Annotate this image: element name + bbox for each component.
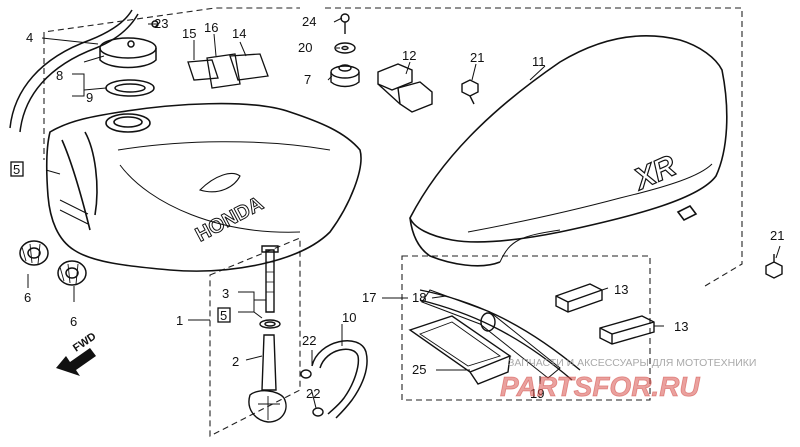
ref-label-10: 10 [342,310,356,325]
ref-label-4: 4 [26,30,33,45]
ref-label-2: 2 [232,354,239,369]
ref-label-21b: 21 [770,228,784,243]
ref-label-1: 1 [176,313,183,328]
ref-label-18: 18 [412,290,426,305]
seat-logo: XR [628,149,682,197]
cushion-13-lower [599,315,655,345]
ref-box-5-valve: 5 [217,307,231,323]
watermark-tagline: ЗАПЧАСТИ И АКСЕССУАРЫ ДЛЯ МОТОТЕХНИКИ [508,357,756,369]
ref-label-6b: 6 [70,314,77,329]
ref-label-21a: 21 [470,50,484,65]
hose-clip-upper [300,369,312,379]
seat-band [408,289,581,385]
ref-label-14: 14 [232,26,246,41]
bolt-21-top [461,79,479,105]
bolt-24 [340,13,350,34]
ref-label-15: 15 [182,26,196,41]
ref-label-7: 7 [304,72,311,87]
leader-lines [27,17,781,409]
ref-label-9: 9 [86,90,93,105]
reference-labels: 1 2 3 4 5 5 6 6 7 8 9 10 11 12 13 13 14 … [10,14,784,401]
ref-label-13a: 13 [614,282,628,297]
rubber-mount-left [19,240,49,266]
fwd-arrow: FWD [56,331,98,376]
ref-label-24: 24 [302,14,316,29]
grommet-7 [330,64,360,88]
fuel-tank [45,102,362,272]
decal-strips [187,53,269,89]
ref-label-3: 3 [222,286,229,301]
fuel-cap [99,37,157,97]
ref-label-23: 23 [154,16,168,31]
seat-group-frame [325,7,743,287]
ref-label-22a: 22 [302,333,316,348]
ref-label-6a: 6 [24,290,31,305]
ref-label-5a: 5 [13,162,20,177]
bracket-12 [377,63,433,113]
bolt-21-right [765,254,783,279]
ref-label-5b: 5 [220,308,227,323]
cushion-13-upper [555,283,603,313]
ref-label-19: 19 [530,386,544,401]
ref-label-11: 11 [532,54,546,69]
ref-label-22b: 22 [306,386,320,401]
ref-label-20: 20 [298,40,312,55]
seat [409,35,728,267]
fuel-hose [311,340,368,419]
ref-label-17: 17 [362,290,376,305]
ref-label-12: 12 [402,48,416,63]
watermark-logo: PARTSFOR.RU [500,371,700,402]
bracket-frame [401,255,651,401]
ref-label-13b: 13 [674,319,688,334]
watermark: ЗАПЧАСТИ И АКСЕССУАРЫ ДЛЯ МОТОТЕХНИКИ PA… [500,357,757,402]
ref-label-16: 16 [204,20,218,35]
washer-20 [334,42,356,54]
ref-label-25: 25 [412,362,426,377]
hose-clip-lower [312,407,324,417]
ref-box-5-tank: 5 [10,161,24,177]
fuel-valve [248,245,287,423]
tank-group-frame [43,7,300,160]
tank-decal: HONDA [192,193,267,247]
rubber-mount-right [57,260,87,286]
fwd-label: FWD [71,331,99,355]
frame-lines [43,7,743,437]
ref-label-8: 8 [56,68,63,83]
breather-hose [9,9,159,133]
